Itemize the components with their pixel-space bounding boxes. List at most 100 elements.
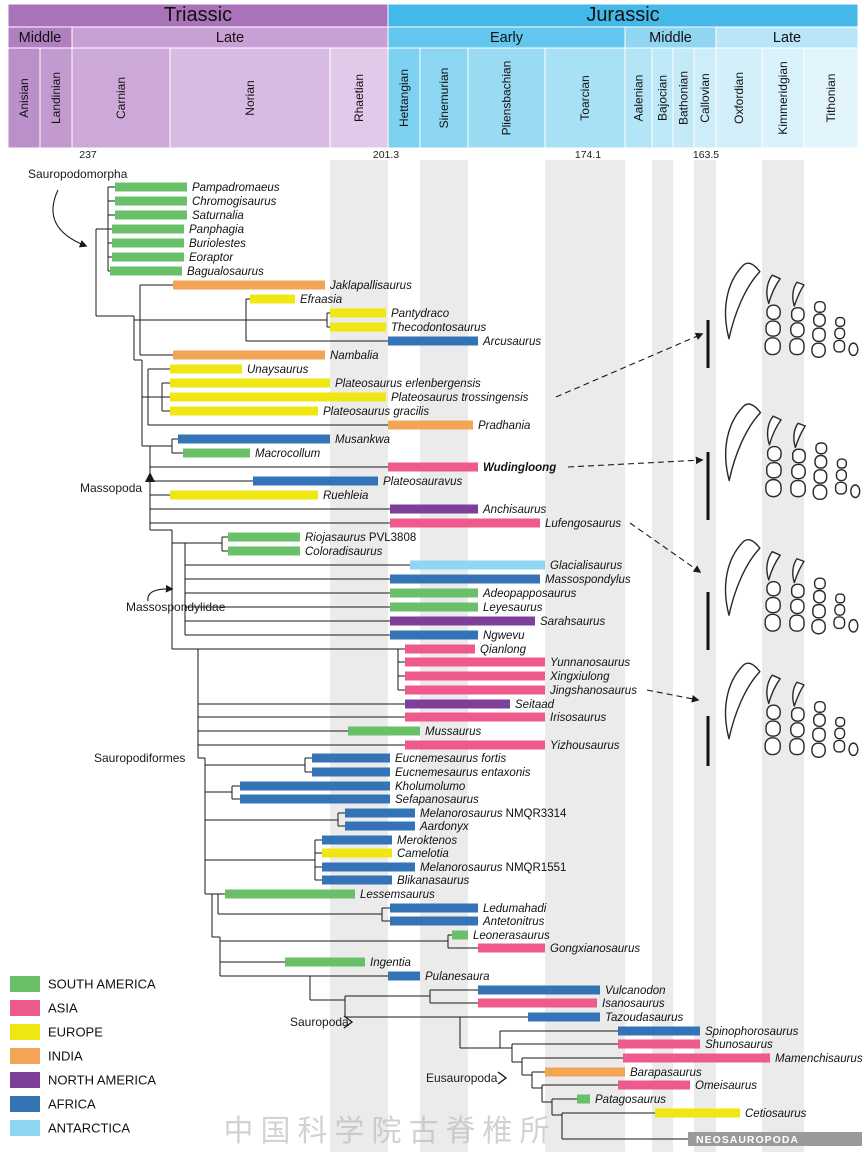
taxon-label: Seitaad	[515, 699, 555, 711]
stage-label: Aalenian	[632, 75, 646, 122]
taxon-bar	[115, 196, 187, 206]
taxon-bar	[388, 462, 478, 472]
taxon-bar	[322, 848, 392, 858]
tree-branches-layer	[95, 186, 688, 1140]
taxon-label: Eoraptor	[189, 252, 234, 264]
dashed-pointer-arrow	[629, 522, 702, 573]
taxon-label: Sarahsaurus	[540, 616, 605, 628]
taxon-bar	[618, 1039, 700, 1049]
taxon-bar	[388, 420, 473, 430]
stage-label: Callovian	[698, 73, 712, 122]
taxon-label: Lufengosaurus	[545, 518, 621, 530]
taxon-bar	[348, 726, 420, 736]
taxon-label: Efraasia	[300, 294, 342, 306]
taxon-label: Antetonitrus	[482, 916, 545, 928]
dashed-pointer-arrow	[646, 689, 700, 703]
taxon-bar	[390, 518, 540, 528]
legend-swatch-an	[10, 1120, 40, 1136]
stage-label: Carnian	[114, 77, 128, 119]
stage-cell	[624, 47, 653, 149]
legend-swatch-af	[10, 1096, 40, 1112]
taxon-bar	[170, 392, 386, 402]
stage-label: Pliensbachian	[500, 61, 514, 136]
taxon-bar	[405, 685, 545, 695]
stage-cell	[761, 47, 805, 149]
taxon-label: Meroktenos	[397, 835, 457, 847]
taxon-label: Blikanasaurus	[397, 875, 469, 887]
stage-cell	[419, 47, 469, 149]
taxon-label: Omeisaurus	[695, 1080, 757, 1092]
stage-label: Landinian	[49, 72, 63, 124]
taxon-bar	[390, 602, 478, 612]
epoch-label: Late	[773, 30, 801, 46]
taxon-label: Barapasaurus	[630, 1067, 702, 1079]
taxon-bar	[330, 322, 386, 332]
taxon-label: Isanosaurus	[602, 998, 665, 1010]
taxon-label: Pradhania	[478, 420, 530, 432]
taxon-label: Aardonyx	[419, 821, 470, 833]
taxon-labels-layer: PampadromaeusChromogisaurusSaturnaliaPan…	[187, 182, 863, 1146]
stage-label: Norian	[243, 80, 257, 115]
taxon-label: Plateosaurus trossingensis	[391, 392, 529, 404]
taxon-label: Patagosaurus	[595, 1094, 666, 1106]
taxon-bar	[345, 808, 415, 818]
taxon-bar	[312, 753, 390, 763]
taxon-bar	[388, 336, 478, 346]
taxon-label: Coloradisaurus	[305, 546, 383, 558]
stage-label: Rhaetian	[352, 74, 366, 122]
dashed-pointer-arrow	[555, 332, 704, 398]
stage-cell	[803, 47, 859, 149]
taxon-label: Plateosaurus gracilis	[323, 406, 429, 418]
taxon-label: Jingshanosaurus	[549, 685, 637, 697]
stage-label: Toarcian	[578, 75, 592, 120]
taxon-bar	[225, 889, 355, 899]
stage-label: Bathonian	[677, 71, 691, 125]
taxon-bar	[112, 238, 184, 248]
taxon-range-bars-layer	[110, 182, 862, 1146]
legend-label: ANTARCTICA	[48, 1121, 130, 1136]
taxon-label: NEOSAUROPODA	[696, 1134, 799, 1146]
illustration-pointer-arrows	[555, 332, 704, 703]
taxon-bar	[390, 916, 478, 926]
legend-swatch-na	[10, 1072, 40, 1088]
legend-label: NORTH AMERICA	[48, 1073, 156, 1088]
taxon-label: Arcusaurus	[482, 336, 541, 348]
taxon-label: Ruehleia	[323, 490, 368, 502]
taxon-bar	[228, 546, 300, 556]
taxon-label: Bagualosaurus	[187, 266, 264, 278]
clade-label: Sauropodomorpha	[28, 167, 128, 181]
taxon-bar	[405, 740, 545, 750]
taxon-bar	[183, 448, 250, 458]
taxon-label: Wudingloong	[483, 462, 556, 474]
stage-cell	[544, 47, 626, 149]
taxon-label: Unaysaurus	[247, 364, 309, 376]
taxon-bar	[330, 308, 386, 318]
stage-stripe	[652, 160, 673, 1152]
taxon-label: Melanorosaurus NMQR1551	[420, 862, 566, 874]
taxon-label: Jaklapallisaurus	[329, 280, 412, 292]
taxon-bar	[250, 294, 295, 304]
clade-pointer-arrow	[52, 189, 88, 248]
epoch-label: Late	[216, 30, 244, 46]
taxon-bar	[388, 971, 420, 981]
taxon-bar	[115, 210, 187, 220]
clade-label: Sauropoda	[290, 1015, 349, 1029]
taxon-bar	[178, 434, 330, 444]
taxon-label: Lessemsaurus	[360, 889, 435, 901]
clade-label: Eusauropoda	[426, 1071, 498, 1085]
boundary-age: 201.3	[373, 149, 399, 161]
stage-label: Sinemurian	[437, 68, 451, 129]
stage-label: Tithonian	[824, 74, 838, 123]
taxon-bar	[170, 406, 318, 416]
taxon-bar	[390, 588, 478, 598]
period-label: Triassic	[164, 4, 232, 26]
taxon-bar	[405, 712, 545, 722]
taxon-bar	[618, 1026, 700, 1036]
taxon-label: Qianlong	[480, 644, 527, 656]
clade-labels-layer: SauropodomorphaMassopodaMassospondylidae…	[28, 167, 508, 1085]
taxon-label: Buriolestes	[189, 238, 246, 250]
legend-swatch-sa	[10, 976, 40, 992]
taxon-label: Gongxianosaurus	[550, 943, 640, 955]
